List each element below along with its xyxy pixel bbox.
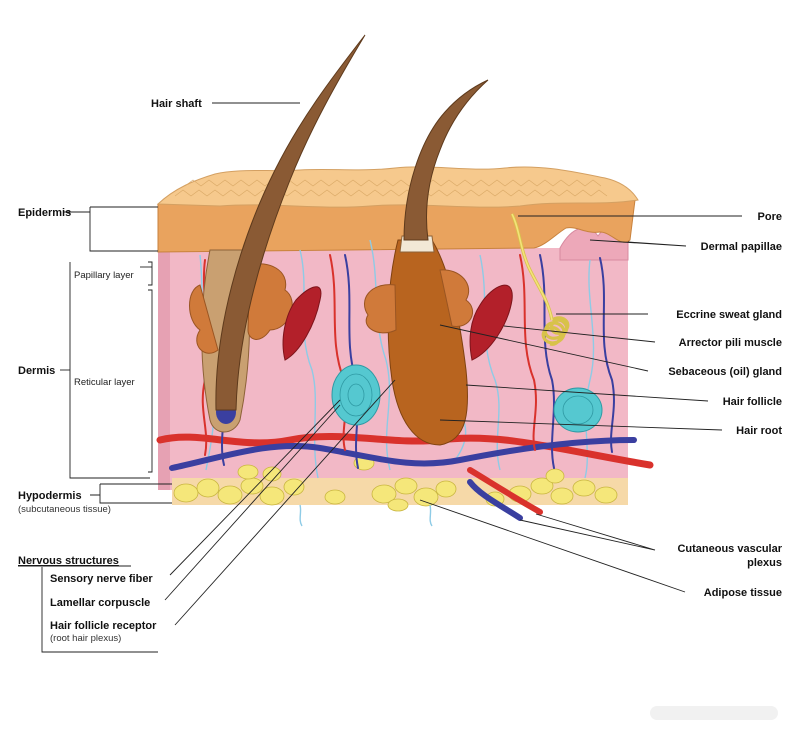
label-dermis: Dermis <box>18 365 55 377</box>
leader-lines <box>41 102 742 653</box>
stratum-corneum-cells <box>174 179 608 197</box>
left-sebaceous-gland <box>189 263 293 354</box>
left-hair-shaft <box>215 34 366 411</box>
watermark-bar <box>650 706 778 720</box>
label-eccrine-sweat-gland: Eccrine sweat gland <box>676 309 782 321</box>
label-hair-follicle-receptor: Hair follicle receptor <box>50 620 157 632</box>
right-arrector-pili-muscle <box>469 284 513 361</box>
label-reticular-layer: Reticular layer <box>74 377 135 388</box>
label-papillary-layer: Papillary layer <box>74 270 134 281</box>
label-sebaceous-gland: Sebaceous (oil) gland <box>668 366 782 378</box>
label-hair-follicle: Hair follicle <box>723 396 782 408</box>
left-arrector-pili-muscle <box>282 286 322 361</box>
label-hair-follicle-receptor-sub: (root hair plexus) <box>50 633 121 644</box>
label-lamellar-corpuscle: Lamellar corpuscle <box>50 597 150 609</box>
stratum-corneum <box>156 166 639 208</box>
label-arrector-pili-muscle: Arrector pili muscle <box>679 337 782 349</box>
right-sebaceous-gland <box>363 269 473 334</box>
labels: Hair shaft Epidermis Papillary layer Der… <box>18 98 783 644</box>
label-hair-shaft: Hair shaft <box>151 98 202 110</box>
label-hypodermis-sub: (subcutaneous tissue) <box>18 504 111 515</box>
label-epidermis: Epidermis <box>18 207 71 219</box>
label-hypodermis: Hypodermis <box>18 490 82 502</box>
label-adipose-tissue: Adipose tissue <box>704 587 782 599</box>
lamellar-corpuscle-left <box>331 364 381 426</box>
dermis-side-face <box>158 248 170 490</box>
label-hair-root: Hair root <box>736 425 782 437</box>
label-cutaneous-vascular-plexus-2: plexus <box>747 557 782 569</box>
label-nervous-structures: Nervous structures <box>18 555 119 567</box>
label-sensory-nerve-fiber: Sensory nerve fiber <box>50 573 153 585</box>
adipose-cells <box>173 455 618 512</box>
label-dermal-papillae: Dermal papillae <box>701 241 782 253</box>
skin-illustration <box>156 34 654 527</box>
blood-vessels <box>156 254 654 521</box>
right-hair-shaft <box>403 79 489 241</box>
label-cutaneous-vascular-plexus-1: Cutaneous vascular <box>677 543 782 555</box>
label-pore: Pore <box>758 211 782 223</box>
lamellar-corpuscle-right <box>553 387 603 433</box>
